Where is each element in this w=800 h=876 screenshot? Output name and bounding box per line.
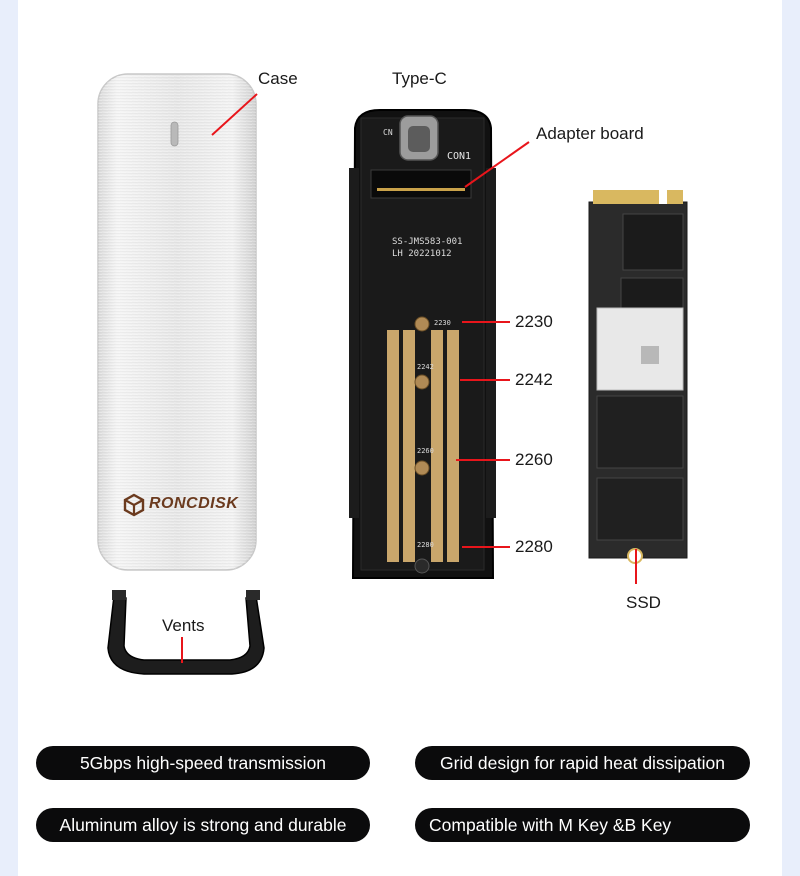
feature-pill-aluminum: Aluminum alloy is strong and durable — [36, 808, 370, 842]
feature-pill-compatibility: Compatible with M Key &B Key — [415, 808, 750, 842]
right-side-band — [782, 0, 800, 876]
enclosure-tray-image — [349, 109, 496, 579]
size-2260-leader-line — [456, 459, 510, 461]
brand-logo-text: RONCDISK — [149, 495, 239, 512]
size-2242-leader-line — [460, 379, 510, 381]
board-2242-print: 2242 — [417, 363, 434, 371]
board-cn-print: CN — [383, 128, 393, 137]
adapter-board-leader-line — [464, 141, 530, 188]
board-lot-print: LH 20221012 — [392, 249, 452, 259]
case-leader-line — [211, 93, 258, 136]
vents-cap-image — [107, 590, 265, 675]
adapter-board-label: Adapter board — [536, 124, 644, 143]
feature-pill-transmission: 5Gbps high-speed transmission — [36, 746, 370, 780]
board-2230-print: 2230 — [434, 319, 451, 327]
brand-cube-icon — [123, 493, 145, 517]
left-side-band — [0, 0, 18, 876]
size-2230-leader-line — [462, 321, 510, 323]
board-chip-print: SS-JMS583-001 — [392, 237, 463, 247]
m2-ssd-image — [588, 188, 688, 564]
size-2280-label: 2280 — [515, 537, 553, 556]
type-c-label: Type-C — [392, 69, 447, 88]
aluminum-case-image — [97, 73, 257, 571]
board-2280-print: 2280 — [417, 541, 434, 549]
ssd-label: SSD — [626, 593, 661, 612]
size-2230-label: 2230 — [515, 312, 553, 331]
size-2242-label: 2242 — [515, 370, 553, 389]
vents-leader-line — [181, 637, 183, 663]
size-2280-leader-line — [462, 546, 510, 548]
vents-label: Vents — [162, 616, 205, 635]
board-2260-print: 2260 — [417, 447, 434, 455]
size-2260-label: 2260 — [515, 450, 553, 469]
board-con1-print: CON1 — [447, 151, 472, 162]
feature-pill-heat-dissipation: Grid design for rapid heat dissipation — [415, 746, 750, 780]
case-label: Case — [258, 69, 298, 88]
ssd-leader-line — [635, 549, 637, 584]
